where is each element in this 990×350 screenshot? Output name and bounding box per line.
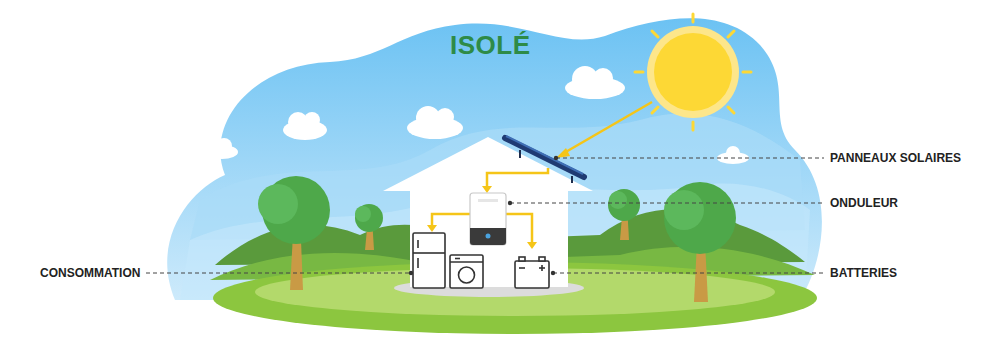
- house-roof: [383, 137, 593, 191]
- fridge: [413, 233, 445, 288]
- callout-label: PANNEAUX SOLAIRES: [830, 151, 961, 165]
- battery: [515, 257, 549, 288]
- callout-label: ONDULEUR: [830, 196, 898, 210]
- callout-label: BATTERIES: [830, 266, 897, 280]
- diagram-title: ISOLÉ: [450, 30, 531, 61]
- solar-panel: [505, 136, 584, 183]
- tree: [355, 204, 383, 250]
- tree: [664, 182, 736, 302]
- sun-ray-arrow: [556, 102, 652, 158]
- washing-machine: [450, 255, 483, 288]
- tree: [608, 189, 640, 240]
- leader-dots: [409, 156, 558, 275]
- leader-lines: [146, 158, 824, 273]
- sun: [635, 14, 751, 130]
- sky-blob: [167, 18, 822, 300]
- inverter: [470, 193, 506, 245]
- callout-label: CONSOMMATION: [40, 266, 140, 280]
- house-wall: [410, 188, 568, 287]
